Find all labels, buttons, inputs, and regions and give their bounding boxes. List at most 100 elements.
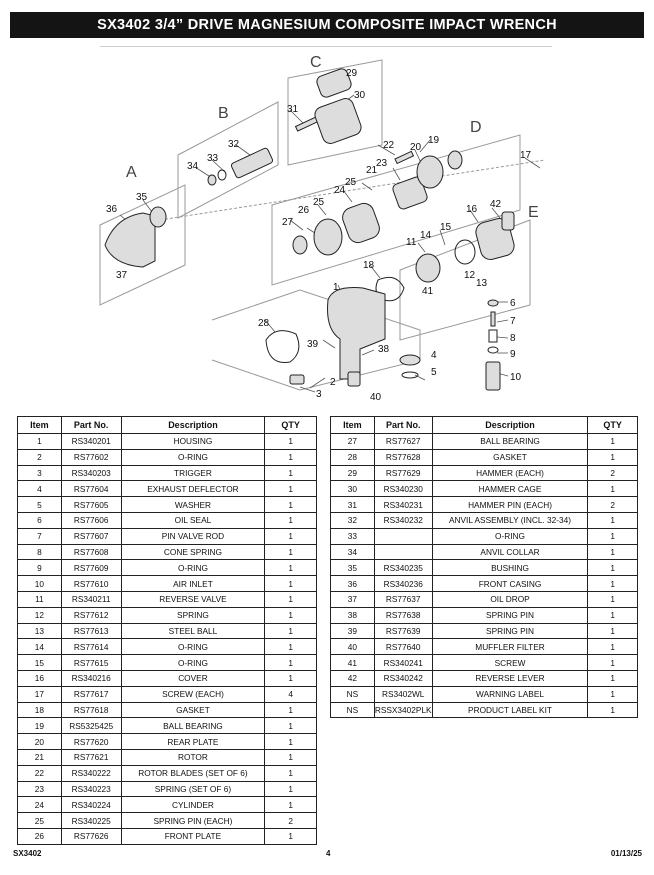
callout-14: 14 <box>420 230 432 241</box>
reverse-valve-shape <box>415 253 441 283</box>
qty-cell: 1 <box>264 733 317 750</box>
rotor-shape <box>392 176 428 210</box>
callout-6: 6 <box>510 298 516 309</box>
item-cell: 19 <box>17 717 62 735</box>
muffler-shape <box>347 371 361 387</box>
qty-cell: 1 <box>587 654 638 671</box>
qty-cell: 1 <box>587 685 638 703</box>
qty-cell: 1 <box>264 559 317 577</box>
callout-2: 2 <box>330 377 336 388</box>
part-no-cell: RS5325425 <box>60 717 122 735</box>
part-no-cell: RS77614 <box>60 638 122 656</box>
anvil-shape <box>230 147 274 179</box>
part-no-cell: RS77618 <box>60 701 122 719</box>
callout-17: 17 <box>520 150 532 161</box>
item-cell: 5 <box>17 496 62 513</box>
part-no-cell: RS77613 <box>60 622 122 640</box>
qty-cell: 1 <box>264 638 317 656</box>
washer-shape <box>401 371 419 379</box>
deflector-shape <box>399 354 421 366</box>
cylinder-shape <box>342 202 380 244</box>
item-cell: 15 <box>17 654 62 671</box>
part-no-cell: RS77638 <box>373 606 433 624</box>
callout-37: 37 <box>116 270 128 281</box>
description-cell: FRONT PLATE <box>120 827 266 845</box>
qty-cell: 1 <box>587 590 638 608</box>
bearing-27-shape <box>292 235 308 255</box>
description-cell: CYLINDER <box>120 796 266 814</box>
description-cell: WASHER <box>120 496 266 513</box>
callout-28: 28 <box>258 318 270 329</box>
description-cell: REVERSE VALVE <box>120 590 266 608</box>
qty-cell: 1 <box>264 748 317 766</box>
qty-cell: 1 <box>264 827 317 845</box>
item-cell: 4 <box>17 480 62 498</box>
item-cell: 12 <box>17 606 62 624</box>
reverse-lever-shape <box>501 211 515 231</box>
item-cell: 6 <box>17 511 62 529</box>
qty-cell: 1 <box>264 527 317 545</box>
description-cell: BALL BEARING <box>120 717 266 735</box>
callout-40: 40 <box>370 392 382 403</box>
qty-cell: 1 <box>264 464 317 482</box>
callout-7: 7 <box>510 316 516 327</box>
item-cell: 38 <box>330 606 375 624</box>
o-ring-15-shape <box>454 239 476 265</box>
callout-5: 5 <box>431 367 437 378</box>
item-cell: 1 <box>17 433 62 450</box>
description-cell: O-RING <box>120 448 266 466</box>
description-cell: WARNING LABEL <box>431 685 589 703</box>
section-d-label: D <box>470 119 482 136</box>
item-cell: 36 <box>330 575 375 592</box>
item-cell: 11 <box>17 590 62 608</box>
callout-21: 21 <box>366 165 378 176</box>
group-a-outline <box>99 184 186 306</box>
hammer-shape <box>316 68 352 98</box>
description-cell: OIL SEAL <box>120 511 266 529</box>
qty-cell: 1 <box>587 480 638 498</box>
part-no-cell: RS340241 <box>373 654 433 671</box>
oil-seal-shape <box>487 299 499 307</box>
description-cell: PRODUCT LABEL KIT <box>431 701 589 719</box>
callout-39: 39 <box>307 339 319 350</box>
callout-10: 10 <box>510 372 522 383</box>
item-cell: NS <box>330 685 375 703</box>
item-cell: NS <box>330 701 375 719</box>
section-b-label: B <box>218 105 229 122</box>
item-cell: 10 <box>17 575 62 592</box>
qty-cell: 4 <box>264 685 317 703</box>
description-cell: REVERSE LEVER <box>431 669 589 687</box>
trigger-shape <box>289 374 305 385</box>
part-no-cell: RS77615 <box>60 654 122 671</box>
part-no-cell: RS77604 <box>60 480 122 498</box>
description-cell: O-RING <box>431 527 589 545</box>
qty-cell: 1 <box>264 590 317 608</box>
description-cell: SPRING PIN (EACH) <box>120 812 266 829</box>
part-no-cell: RSSX3402PLK <box>373 701 433 719</box>
callout-13: 13 <box>476 278 488 289</box>
part-no-cell: RS77639 <box>373 622 433 640</box>
item-cell: 34 <box>330 543 375 561</box>
item-cell: 29 <box>330 464 375 482</box>
part-no-cell: RS340201 <box>60 433 122 450</box>
